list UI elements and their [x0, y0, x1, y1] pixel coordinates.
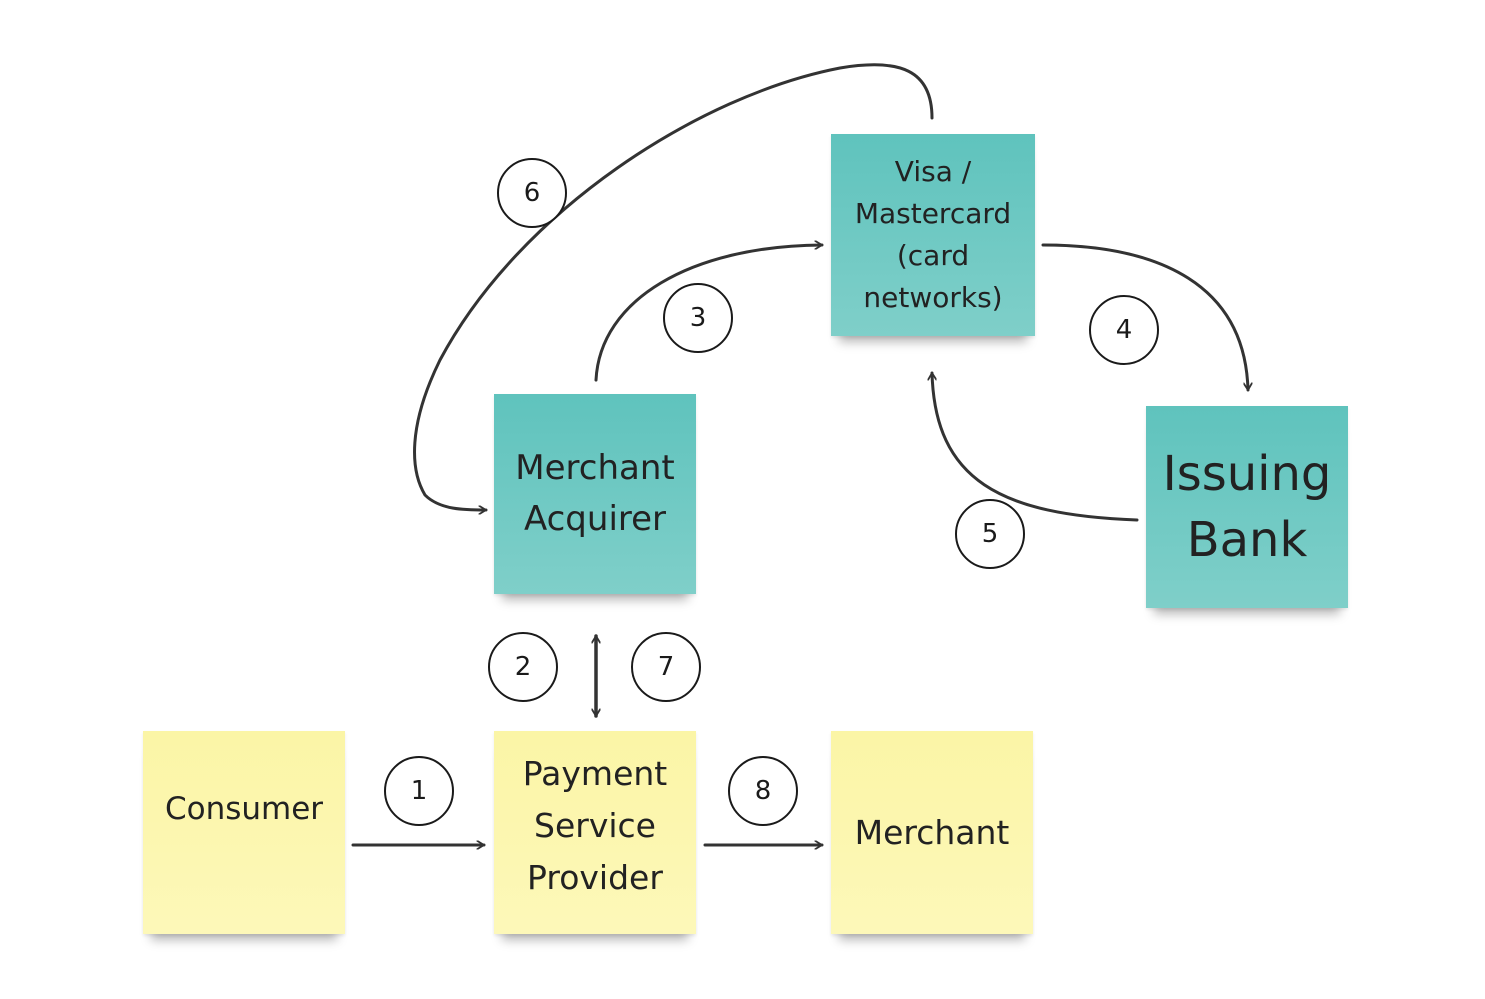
- issuing-bank-label: Issuing Bank: [1162, 446, 1332, 568]
- step-badge-5: 5: [955, 499, 1025, 569]
- merchant-acquirer-label: Merchant Acquirer: [515, 448, 675, 539]
- consumer-label: Consumer: [164, 790, 324, 827]
- step-badge-3: 3: [663, 283, 733, 353]
- step-badge-4: 4: [1089, 295, 1159, 365]
- issuing-bank-note: Issuing Bank: [1146, 406, 1348, 608]
- step-badge-1: 1: [384, 756, 454, 826]
- merchant-note: Merchant: [831, 731, 1033, 934]
- arrow-acquirer-to-network: [594, 245, 824, 382]
- merchant-acquirer-note: Merchant Acquirer: [494, 394, 696, 594]
- visa-mastercard-note: Visa / Mastercard (card networks): [831, 134, 1035, 336]
- arrow-network-to-acquirer-loop: [413, 63, 934, 510]
- step-badge-8: 8: [728, 756, 798, 826]
- payment-service-provider-label: Payment Service Provider: [522, 753, 668, 897]
- step-badge-7: 7: [631, 632, 701, 702]
- payment-service-provider-note: Payment Service Provider: [494, 731, 696, 934]
- arrow-network-to-issuing-bank: [1041, 243, 1248, 392]
- arrow-issuing-bank-to-network: [932, 371, 1139, 522]
- consumer-note: Consumer: [143, 731, 345, 934]
- merchant-label: Merchant: [854, 812, 1010, 852]
- step-badge-6: 6: [497, 158, 567, 228]
- step-badge-2: 2: [488, 632, 558, 702]
- visa-mastercard-label: Visa / Mastercard (card networks): [854, 155, 1012, 314]
